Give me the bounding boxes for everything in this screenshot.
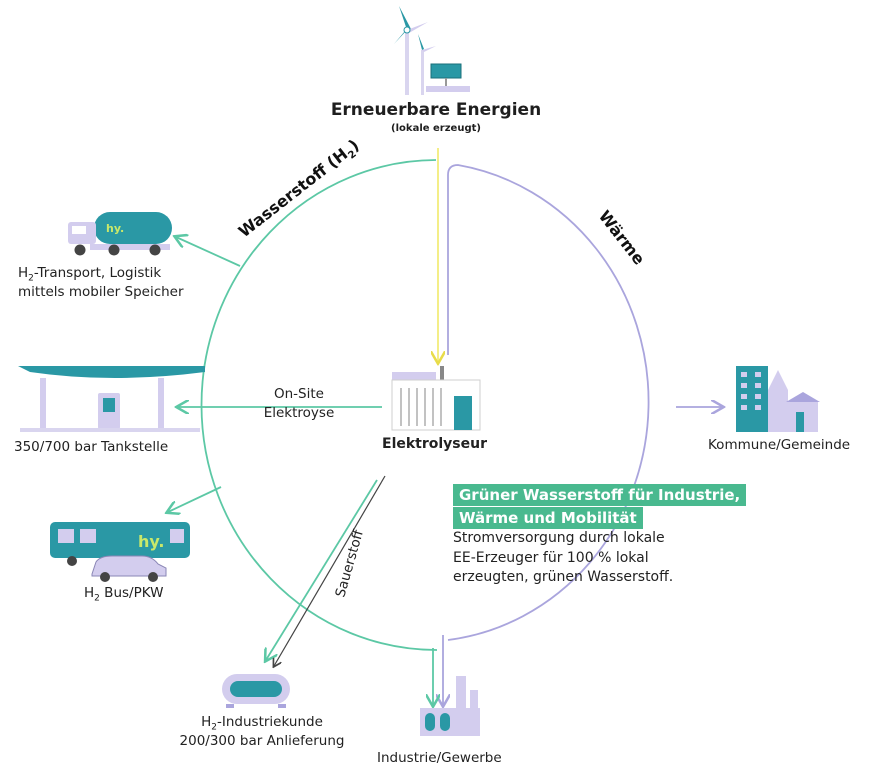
gas-cylinder-icon — [222, 674, 290, 708]
oxygen-arrow — [274, 475, 386, 666]
industry-customer-label: H2-Industriekunde 200/300 bar Anlieferun… — [179, 714, 345, 749]
town-buildings-icon — [736, 366, 820, 432]
hydrogen-to-customer-arrow — [266, 479, 378, 660]
bus-label: H2 Bus/PKW — [84, 585, 164, 604]
hydrogen-to-bus-arrow — [168, 486, 222, 512]
highlight-line-1: Grüner Wasserstoff für Industrie, — [453, 484, 747, 506]
truck-logo: hy. — [106, 222, 124, 235]
source-subtitle: (lokale erzeugt) — [391, 123, 481, 134]
bus-car-icon: hy. — [50, 522, 190, 582]
station-label: 350/700 bar Tankstelle — [14, 439, 169, 455]
description-line-3: erzeugten, grünen Wasserstoff. — [453, 569, 674, 585]
hydrogen-arc-label: Wasserstoff (H2) — [235, 135, 365, 243]
community-label: Kommune/Gemeinde — [708, 437, 851, 453]
heat-arc — [447, 164, 650, 641]
wind-turbine-solar-icon — [394, 6, 470, 95]
transport-label: H2-Transport, Logistik mittels mobiler S… — [18, 265, 184, 300]
highlight-line-2: Wärme und Mobilität — [453, 507, 643, 529]
onsite-label: On-Site Elektroyse — [263, 386, 335, 421]
bus-logo: hy. — [138, 532, 164, 551]
hydrogen-truck-icon: hy. — [68, 212, 172, 256]
fuel-station-icon — [18, 366, 205, 432]
oxygen-arc-label: Sauerstoff — [332, 528, 367, 600]
description-line-2: EE-Erzeuger für 100 % lokal — [453, 549, 649, 566]
source-title: Erneuerbare Energien — [330, 100, 542, 120]
description: Stromversorgung durch lokale EE-Erzeuger… — [453, 529, 673, 588]
hydrogen-arc — [200, 159, 438, 651]
factory-icon — [420, 676, 480, 736]
description-line-1: Stromversorgung durch lokale — [453, 530, 665, 546]
electrolyser-building-icon — [391, 366, 481, 431]
electrolyser-label: Elektrolyseur — [382, 436, 488, 452]
industry-label: Industrie/Gewerbe — [377, 750, 502, 766]
hydrogen-to-transport-arrow — [176, 237, 241, 267]
